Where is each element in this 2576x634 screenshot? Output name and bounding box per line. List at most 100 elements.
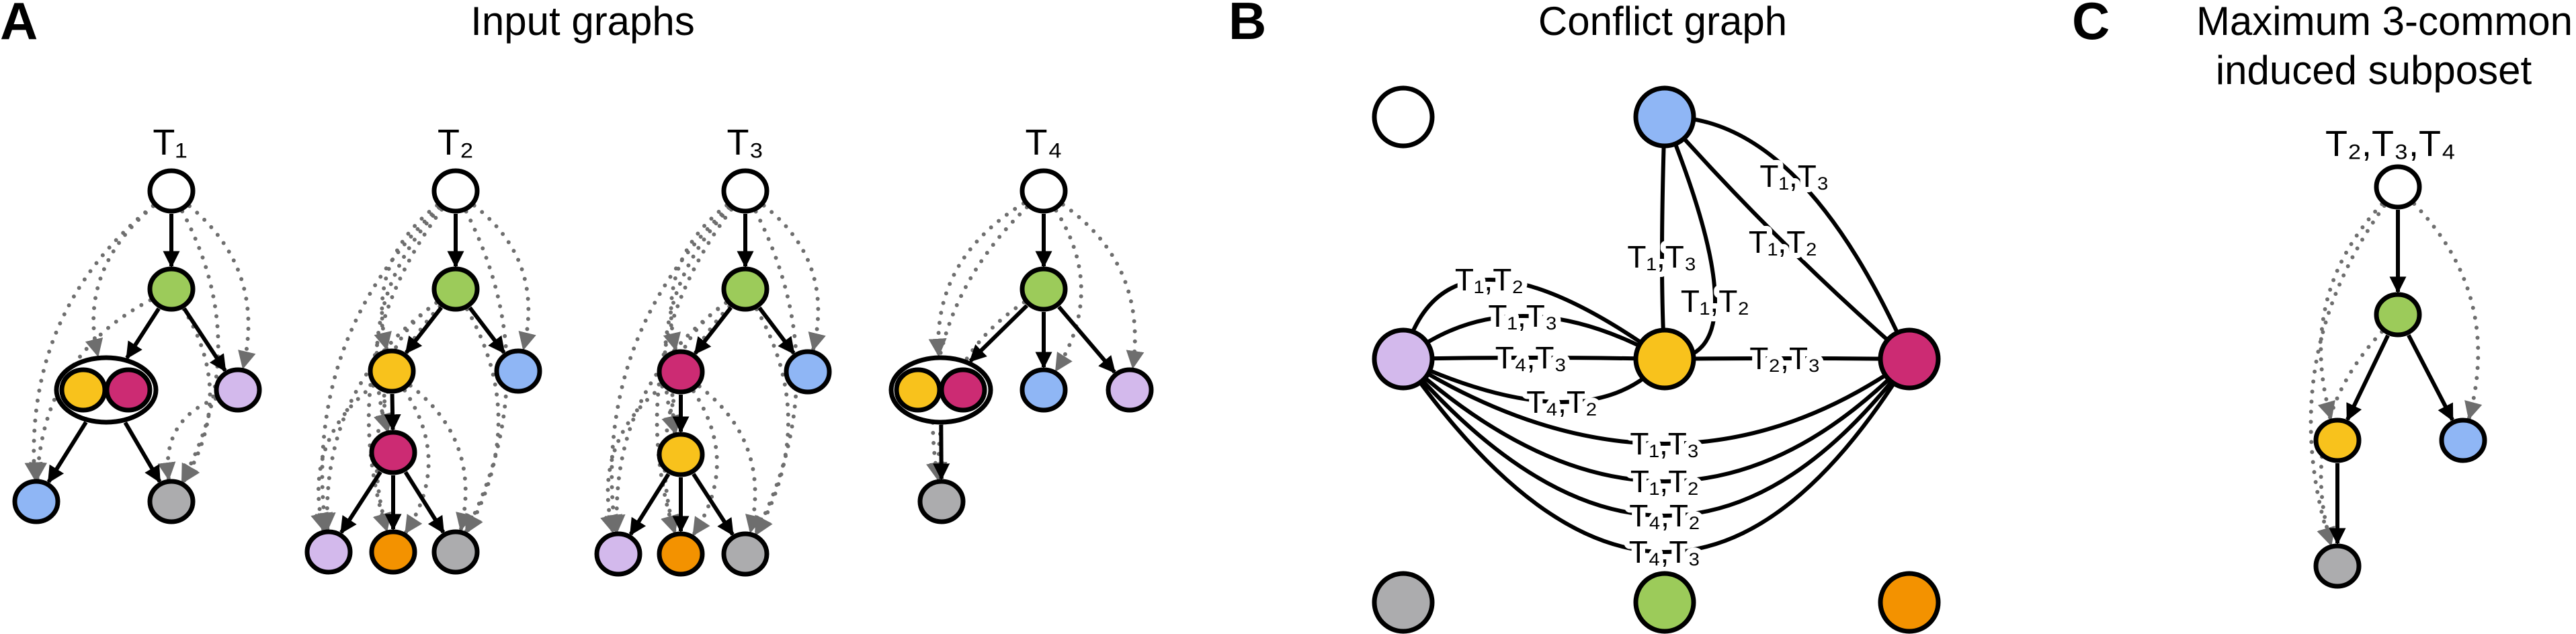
node-yellow [2313, 418, 2362, 463]
node-green [721, 266, 770, 312]
implied-edge [754, 307, 790, 536]
implied-edge [181, 307, 212, 484]
node-gray [721, 531, 770, 577]
graph-t1: T₁ [12, 122, 262, 524]
implied-edge [464, 307, 501, 534]
graph-t3-label: T₃ [727, 122, 764, 163]
conflict-edge [1403, 356, 1665, 361]
graph-t3: T₃ [594, 122, 832, 577]
implied-edge [2309, 204, 2386, 547]
implied-edge [929, 300, 1026, 481]
node-gray [147, 479, 196, 524]
panel-b: B Conflict graph T₁,T₃T₁,T₂T₁,T₃T₁,T₂T₁,… [1229, 0, 1941, 634]
conflict-edge-label: T₄,T₃ [1629, 534, 1701, 569]
cover-edge [182, 307, 227, 372]
node-green [1020, 266, 1068, 312]
node-white [1020, 168, 1068, 214]
panel-c-title-line1: Maximum 3-common [2196, 0, 2573, 44]
implied-edge [310, 383, 376, 532]
node-magenta [104, 367, 153, 413]
node-blue [494, 348, 542, 394]
panel-c: C Maximum 3-common induced subposet T₂,T… [2072, 0, 2573, 589]
conflict-edge [1664, 114, 1911, 360]
implied-edge [2317, 329, 2384, 547]
subposet-label: T₂,T₃,T₄ [2325, 124, 2456, 164]
subposet-graph: T₂,T₃,T₄ [2309, 124, 2487, 589]
implied-edge [408, 383, 474, 532]
node-green [431, 266, 480, 312]
panel-b-letter: B [1229, 0, 1266, 50]
conflict-edge-label: T₄,T₂ [1526, 385, 1597, 420]
conflict-edge [1401, 357, 1911, 483]
cover-edge [403, 471, 446, 534]
conflict-node-orange [1878, 571, 1941, 634]
conflict-edge [1402, 357, 1911, 446]
cover-edge [339, 471, 382, 534]
cover-edge [46, 421, 88, 483]
panel-b-title: Conflict graph [1538, 0, 1787, 44]
node-magenta [939, 367, 987, 413]
implied-edge [604, 205, 731, 534]
panel-a-letter: A [0, 0, 38, 50]
conflict-edge-label: T₂,T₃ [1749, 341, 1821, 376]
cover-edge [692, 473, 735, 537]
node-blue [1020, 367, 1068, 413]
node-lilac [594, 531, 642, 577]
conflict-graph: T₁,T₃T₁,T₂T₁,T₃T₁,T₂T₁,T₂T₁,T₃T₄,T₃T₄,T₂… [1372, 85, 1941, 634]
implied-edge [600, 384, 665, 534]
node-blue [12, 479, 60, 524]
node-yellow [368, 348, 416, 394]
implied-edge [697, 384, 763, 534]
conflict-node-magenta [1878, 327, 1941, 391]
cover-edge [2407, 334, 2454, 422]
conflict-edge-label: T₁,T₃ [1630, 426, 1699, 461]
node-white [147, 168, 196, 214]
node-yellow [894, 367, 942, 413]
conflict-edge-label: T₄,T₂ [1629, 498, 1700, 533]
cover-edge [757, 306, 796, 355]
node-green [147, 266, 196, 312]
conflict-edge [1401, 278, 1666, 361]
cover-edge [628, 473, 671, 536]
panel-a-title: Input graphs [470, 0, 695, 44]
graph-t2-label: T₂ [438, 122, 474, 163]
node-white [721, 168, 770, 214]
implied-edge [2317, 202, 2384, 421]
node-magenta [657, 349, 705, 395]
implied-edge [187, 204, 256, 370]
implied-edge [2412, 202, 2483, 421]
conflict-node-blue [1633, 85, 1696, 149]
cover-edge [693, 306, 733, 355]
cover-edge [123, 421, 162, 483]
node-gray [917, 479, 966, 524]
conflict-edge-label: T₁,T₃ [1488, 299, 1557, 333]
implied-edge [180, 209, 220, 483]
cover-edge [125, 307, 161, 360]
conflict-edge-label: T₁,T₃ [1627, 239, 1696, 274]
conflict-node-lilac [1372, 327, 1435, 391]
implied-edge [315, 205, 441, 532]
conflict-edge [1663, 116, 1911, 361]
conflict-edge-label: T₁,T₃ [1759, 159, 1829, 194]
panel-c-title-line2: induced subposet [2216, 48, 2532, 93]
conflict-node-green [1633, 571, 1696, 634]
implied-edge [607, 301, 729, 534]
graph-t2: T₂ [304, 122, 542, 575]
implied-edge [691, 389, 719, 537]
node-lilac [1106, 367, 1154, 413]
implied-edge [1061, 202, 1145, 370]
conflict-node-gray [1372, 571, 1435, 634]
node-green [2374, 292, 2422, 338]
conflict-edge-label: T₄,T₃ [1495, 340, 1567, 375]
node-orange [657, 531, 705, 577]
implied-edge [472, 203, 536, 351]
conflict-edge-label: T₁,T₂ [1630, 464, 1699, 499]
cover-edge [2345, 334, 2390, 422]
node-gray [2313, 543, 2362, 589]
node-lilac [304, 529, 353, 575]
conflict-node-white [1372, 85, 1435, 149]
implied-edge [157, 397, 218, 481]
implied-edge [366, 207, 444, 532]
